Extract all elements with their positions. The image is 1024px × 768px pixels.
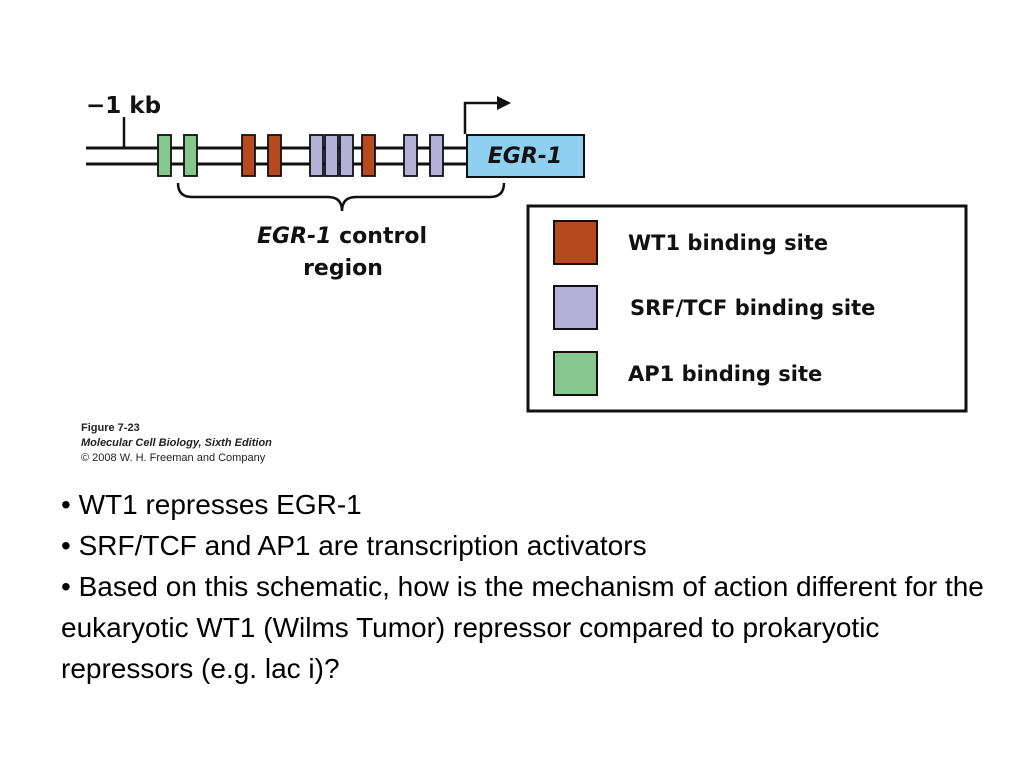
region-label-rest: control (331, 224, 427, 249)
legend-label-wt1: WT1 binding site (628, 231, 828, 255)
region-label-line1: EGR-1 control (257, 224, 427, 249)
binding-site-srf-tcf (339, 134, 354, 177)
legend-swatch-srf-tcf (553, 285, 598, 330)
control-region-brace (176, 182, 506, 212)
bullet-item: • WT1 represses EGR-1 (61, 489, 362, 520)
binding-site-srf-tcf (324, 134, 339, 177)
binding-site-wt1 (361, 134, 376, 177)
binding-site-srf-tcf (429, 134, 444, 177)
binding-sites (157, 134, 444, 177)
legend-label-ap1: AP1 binding site (628, 362, 822, 386)
binding-site-wt1 (241, 134, 256, 177)
copyright-line: © 2008 W. H. Freeman and Company (81, 452, 266, 464)
legend-label-srf-tcf: SRF/TCF binding site (630, 296, 875, 320)
figure-number: Figure 7-23 (81, 422, 140, 434)
binding-site-ap1 (183, 134, 198, 177)
egr1-gene-box (466, 134, 585, 178)
figure-caption: Figure 7-23 Molecular Cell Biology, Sixt… (81, 421, 272, 466)
arrow-head-icon (497, 96, 511, 110)
binding-site-srf-tcf (309, 134, 324, 177)
binding-site-ap1 (157, 134, 172, 177)
bullet-item: • Based on this schematic, how is the me… (61, 571, 984, 684)
bullet-item: • SRF/TCF and AP1 are transcription acti… (61, 530, 647, 561)
legend-box (526, 204, 968, 413)
legend-swatch-ap1 (553, 351, 598, 396)
region-label-italic: EGR-1 (257, 224, 331, 249)
gene-label: EGR-1 (488, 144, 562, 169)
egr1-control-region-diagram: −1 kb EGR-1 EGR-1 control region WT1 bin… (86, 93, 968, 413)
bullet-list: • WT1 represses EGR-1 • SRF/TCF and AP1 … (61, 484, 1001, 689)
book-title: Molecular Cell Biology, Sixth Edition (81, 437, 272, 449)
binding-site-srf-tcf (403, 134, 418, 177)
transcription-start-arrow (463, 101, 500, 134)
region-label-line2: region (303, 256, 383, 281)
legend-swatch-wt1 (553, 220, 598, 265)
scale-label: −1 kb (86, 93, 161, 119)
binding-site-wt1 (267, 134, 282, 177)
